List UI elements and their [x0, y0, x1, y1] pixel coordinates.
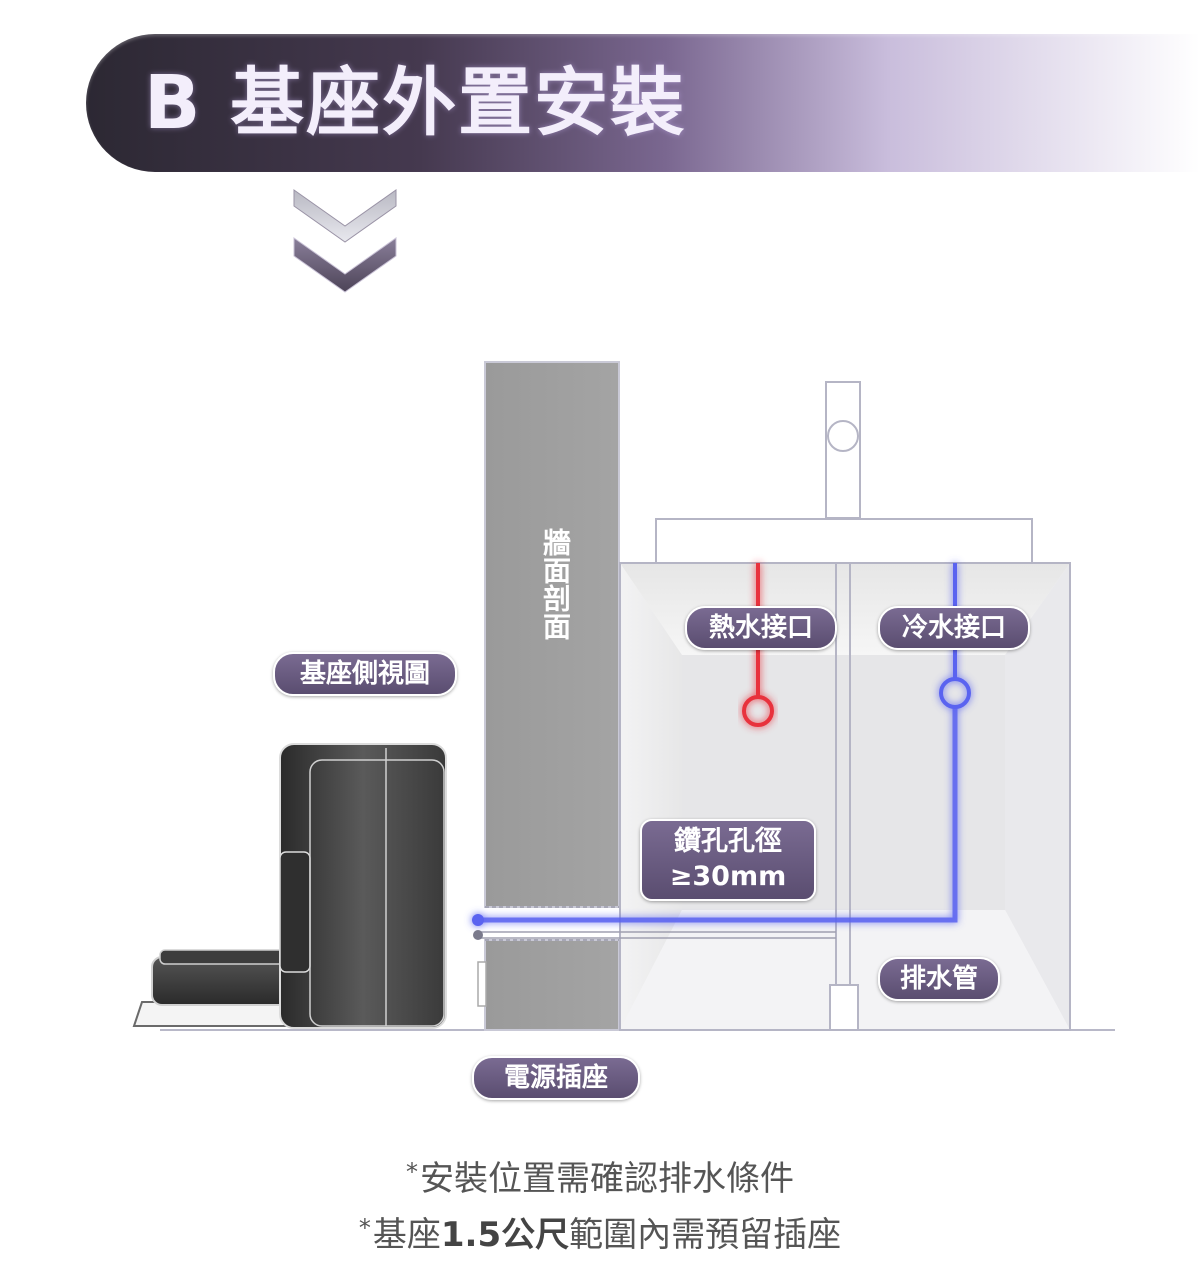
base-side-view-badge: 基座側視圖 [273, 652, 457, 696]
power-socket-badge: 電源插座 [472, 1056, 640, 1100]
note-drain-condition: *安裝位置需確認排水條件 [406, 1158, 794, 1199]
wall-section [484, 361, 620, 908]
drain-pipe-badge: 排水管 [878, 957, 1000, 1001]
hot-water-badge: 熱水接口 [685, 606, 837, 650]
drill-hole-badge: 鑽孔孔徑 ≥30mm [640, 819, 816, 901]
drill-hole-label: 鑽孔孔徑 [674, 826, 782, 857]
page-title: B 基座外置安裝 [144, 60, 687, 146]
wall-section-label: 牆面剖面 [539, 528, 572, 640]
note-power-socket: *基座1.5公尺範圍內需預留插座 [358, 1214, 842, 1255]
power-socket-icon [477, 961, 487, 1007]
header-banner: B 基座外置安裝 [86, 34, 1200, 172]
chevron-down-icon [293, 189, 397, 293]
drill-hole-marker [473, 930, 483, 940]
base-station-illustration [132, 743, 447, 1029]
wall-lower [484, 939, 620, 1031]
drill-hole-size: ≥30mm [669, 861, 787, 892]
cold-water-badge: 冷水接口 [878, 606, 1030, 650]
